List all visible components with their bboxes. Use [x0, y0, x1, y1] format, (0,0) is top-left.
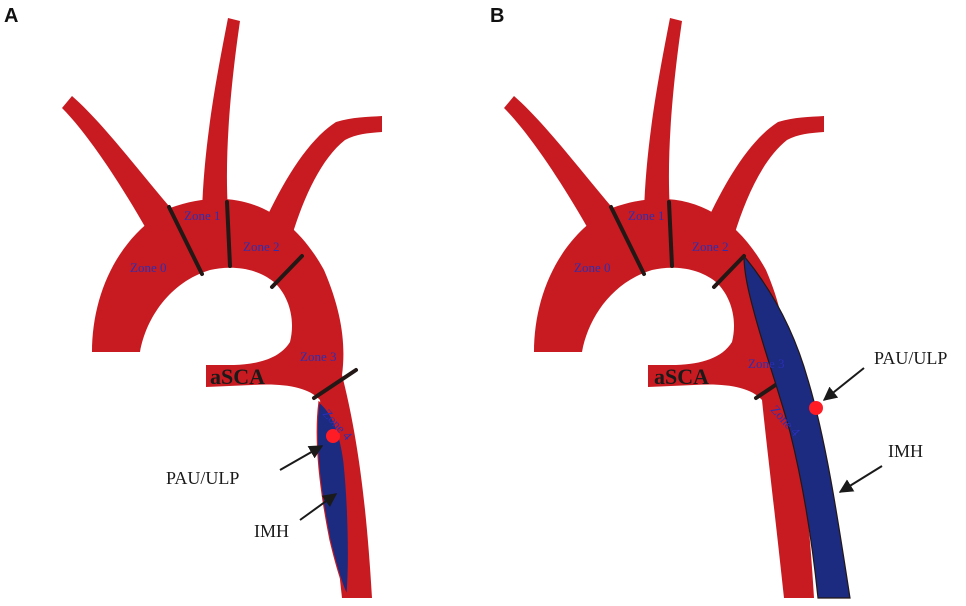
- panel-a-zone-3-label: Zone 3: [300, 349, 336, 364]
- panel-b-ulcer-label: PAU/ULP: [874, 348, 947, 368]
- panel-b-zone-1-label: Zone 1: [628, 208, 664, 223]
- panel-a-zone-0-label: Zone 0: [130, 260, 166, 275]
- panel-a-asca-label: aSCA: [210, 364, 265, 389]
- panel-a-letter: A: [4, 5, 18, 27]
- panel-b-zone-2-label: Zone 2: [692, 239, 728, 254]
- panel-a: A Zone 0 Zone 1 Zone 2 Zone 3 Zone 4 aSC…: [4, 5, 382, 598]
- panel-b-ulcer-arrow: [824, 368, 864, 400]
- panel-b-letter: B: [490, 5, 504, 27]
- panel-a-zone-2-label: Zone 2: [243, 239, 279, 254]
- panel-b-asca-label: aSCA: [654, 364, 709, 389]
- panel-b-hematoma-label: IMH: [888, 441, 923, 461]
- panel-b-ulcer: [809, 401, 823, 415]
- panel-a-hematoma-label: IMH: [254, 521, 289, 541]
- panel-b-zone-3-label: Zone 3: [748, 356, 784, 371]
- panel-a-ulcer-label: PAU/ULP: [166, 468, 239, 488]
- panel-b-hematoma-arrow: [840, 466, 882, 492]
- panel-b-zone-0-label: Zone 0: [574, 260, 610, 275]
- panel-b: B Zone 0 Zone 1 Zone 2 Zone 3 Zone 4 aSC…: [490, 5, 947, 598]
- panel-a-zone-1-label: Zone 1: [184, 208, 220, 223]
- panel-a-ulcer-arrow: [280, 446, 322, 470]
